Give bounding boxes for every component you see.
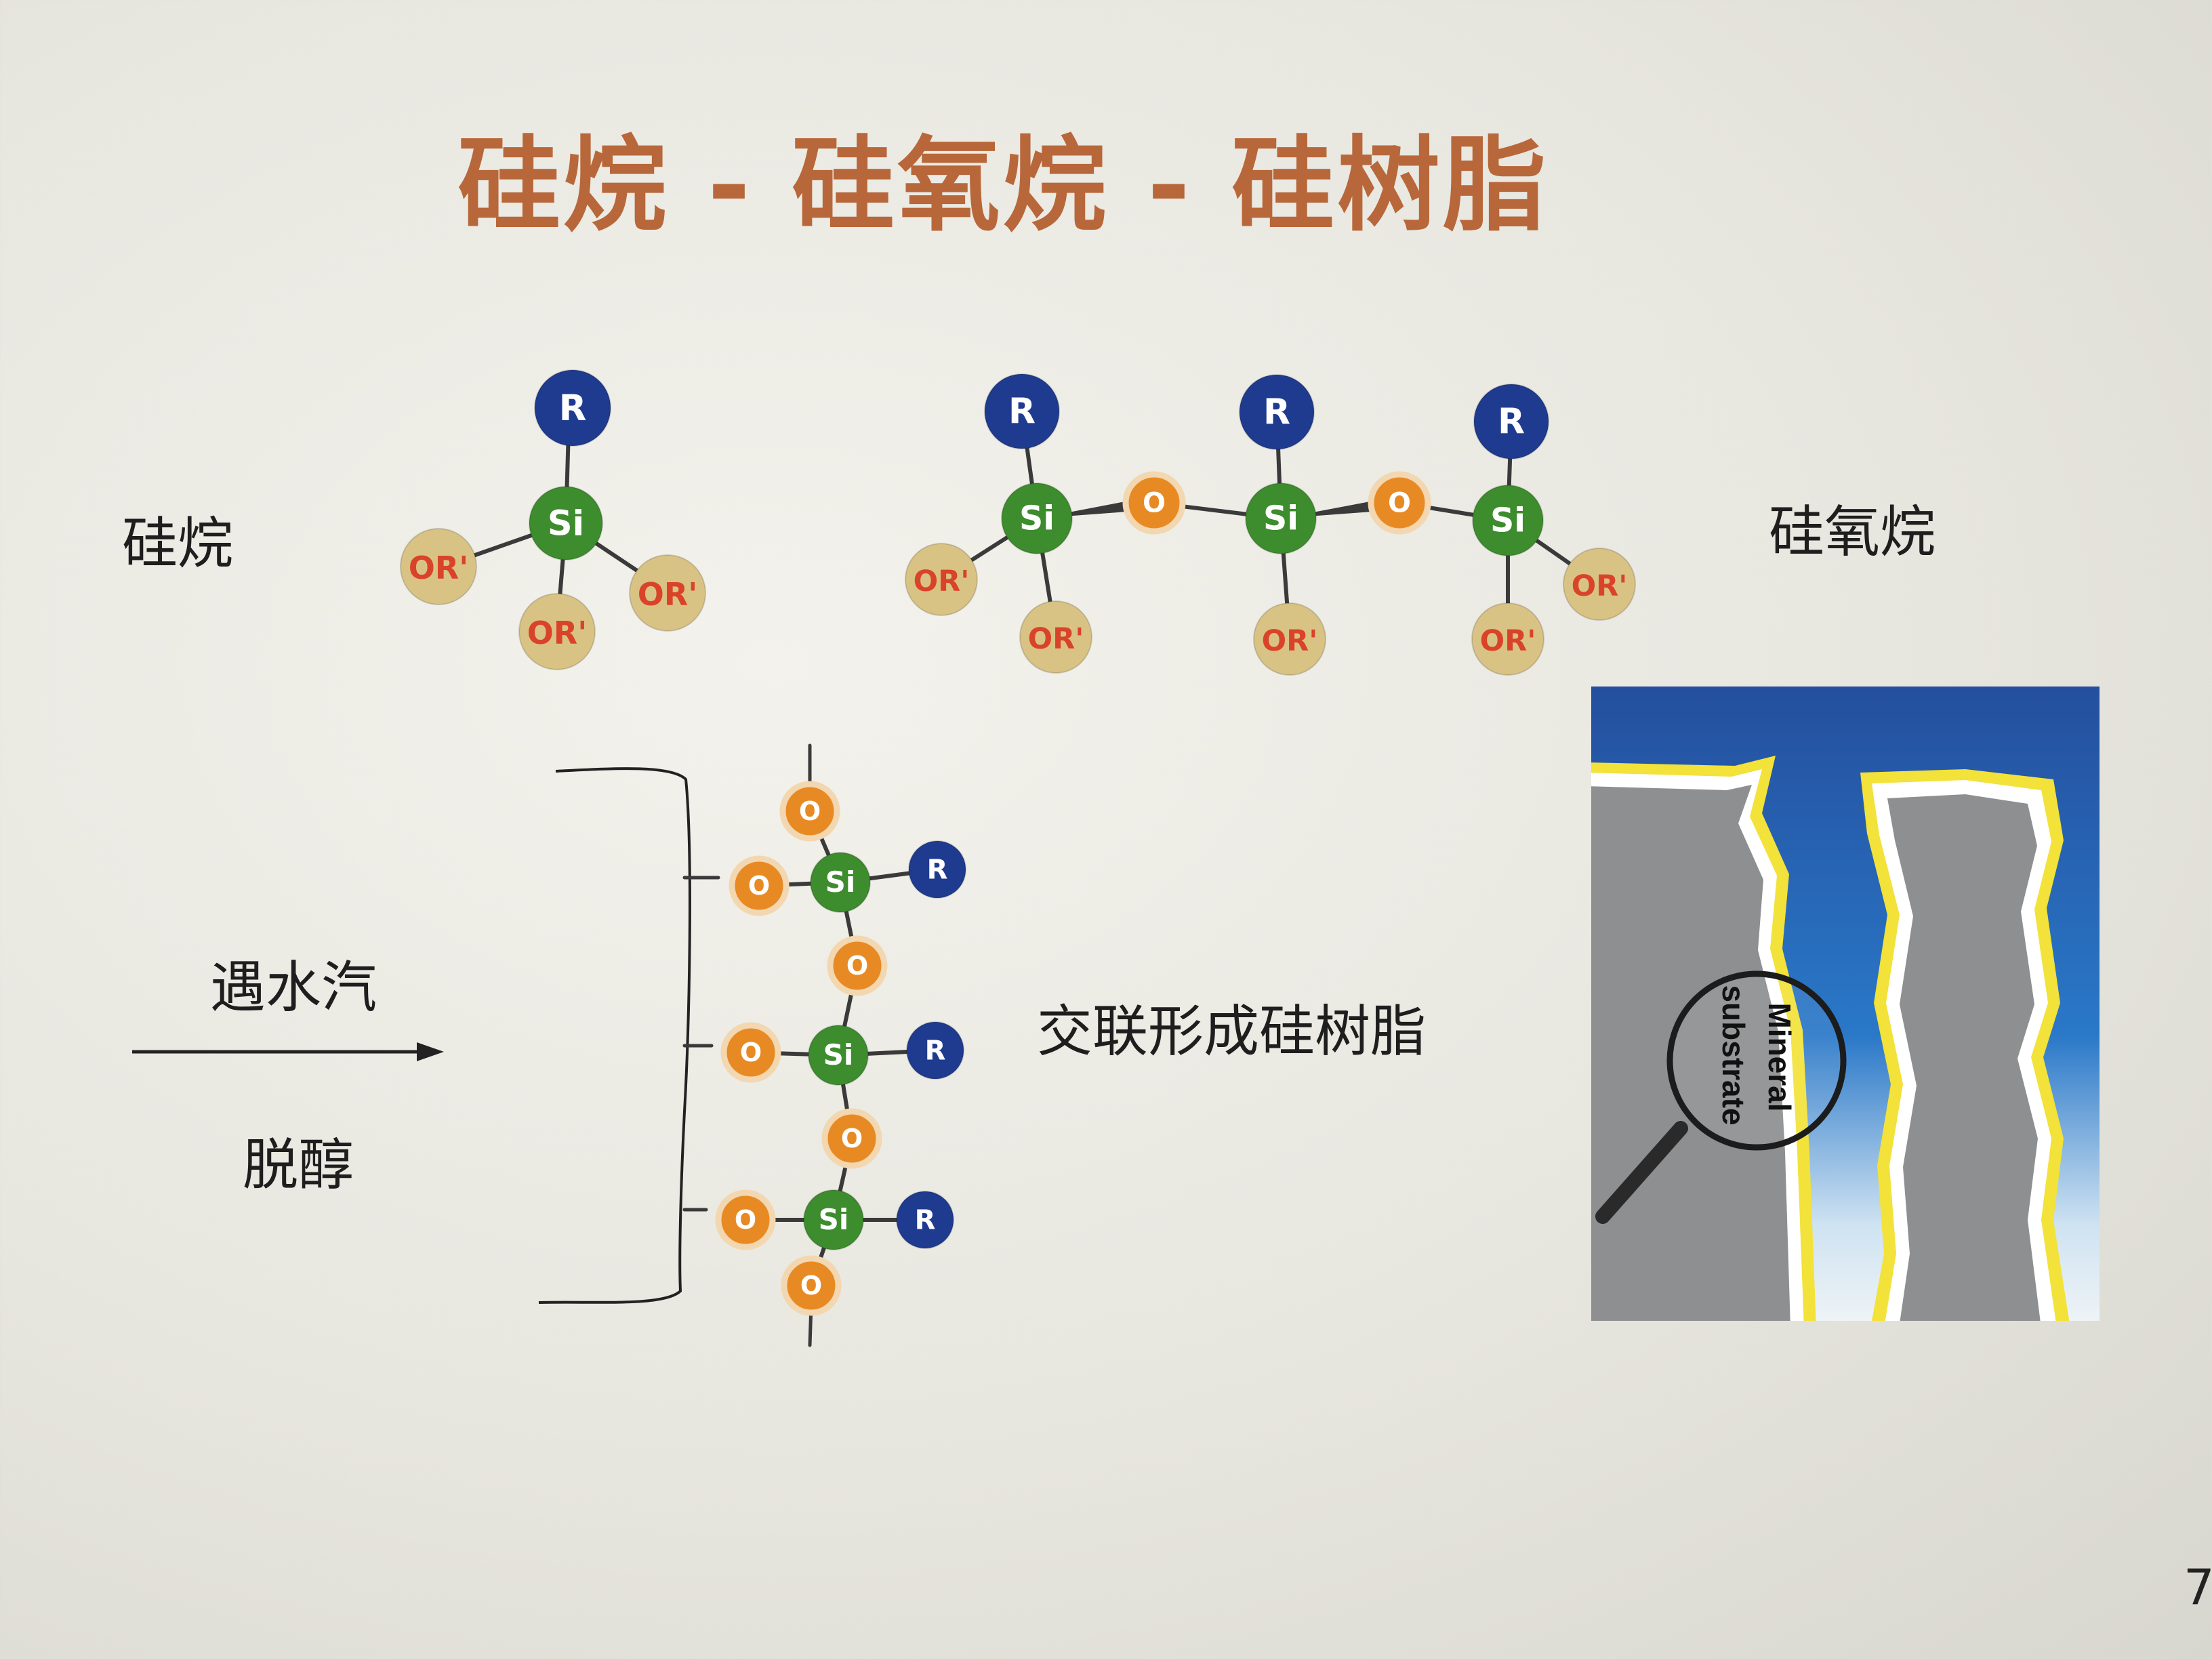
organic-group-atom: R [908,840,966,899]
oxygen-atom: O [1122,471,1186,535]
oxygen-atom-label: O [846,951,868,981]
organic-group-atom: R [984,373,1060,449]
silicon-atom: Si [1472,485,1544,556]
silicon-atom-label: Si [1019,499,1054,538]
organic-group-atom: R [906,1021,964,1080]
siloxane-label: 硅氧烷 [1769,500,1936,565]
silicon-atom: Si [529,486,603,560]
silicon-atom: Si [810,852,871,913]
alkoxy-group-atom-label: OR' [1028,622,1084,656]
oxygen-atom: O [827,935,888,996]
mineral-substrate-figure: Mineral substrate [1591,687,2100,1321]
polymer-bracket [538,767,691,1304]
silicon-atom-label: Si [823,1038,854,1071]
organic-group-atom: R [1473,384,1549,459]
organic-group-atom-label: R [925,1035,946,1066]
oxygen-atom-label: O [800,1271,822,1300]
alkoxy-group-atom-label: OR' [1480,624,1536,658]
silicon-atom: Si [808,1025,869,1086]
alkoxy-group-atom: OR' [905,543,978,616]
slide-title: 硅烷 - 硅氧烷 - 硅树脂 [457,125,1549,245]
oxygen-atom-label: O [799,796,821,826]
oxygen-atom: O [720,1022,781,1083]
alkoxy-group-atom-label: OR' [1572,569,1628,603]
oxygen-atom-label: O [1143,487,1166,518]
oxygen-atom: O [781,1255,842,1316]
silicon-atom-label: Si [819,1203,849,1236]
alkoxy-group-atom-label: OR' [914,565,970,598]
organic-group-atom-label: R [1498,402,1525,443]
organic-group-atom-label: R [927,854,948,885]
oxygen-atom: O [715,1189,776,1250]
alkoxy-group-atom: OR' [1471,602,1544,676]
page-number: 7 [2184,1559,2212,1616]
alkoxy-group-atom: OR' [1563,548,1636,621]
alkoxy-group-atom-label: OR' [1262,624,1318,658]
silicon-atom: Si [803,1189,864,1250]
alkoxy-group-atom: OR' [1019,600,1092,674]
crosslink-label: 交联形成硅树脂 [1037,1000,1427,1064]
oxygen-atom-label: O [1388,487,1411,518]
oxygen-atom: O [729,855,790,916]
reaction-arrow [132,1042,444,1061]
silicon-atom: Si [1001,483,1073,554]
alkoxy-group-atom: OR' [1253,602,1326,676]
oxygen-atom-label: O [735,1205,756,1235]
alkoxy-group-atom-label: OR' [409,550,469,586]
oxygen-atom-label: O [841,1124,863,1153]
alkoxy-group-atom-label: OR' [638,576,698,613]
magnifier-icon [1666,970,1847,1151]
silicon-atom-label: Si [1263,499,1298,538]
silicon-atom-label: Si [548,504,584,544]
magnifier-label-substrate: substrate [1716,985,1751,1125]
oxygen-atom: O [779,781,840,842]
magnifier-label-mineral: Mineral [1762,1002,1797,1111]
oxygen-atom: O [821,1108,882,1169]
alkoxy-group-atom: OR' [400,528,477,605]
organic-group-atom: R [534,369,611,447]
alkoxy-group-atom: OR' [518,593,596,670]
organic-group-atom-label: R [1263,392,1290,433]
silicon-atom-label: Si [1490,501,1525,540]
alkoxy-group-atom-label: OR' [527,615,588,651]
oxygen-atom: O [1368,471,1431,535]
oxygen-atom-label: O [748,871,770,901]
organic-group-atom-label: R [915,1204,936,1235]
organic-group-atom: R [1239,374,1315,450]
water-vapor-label: 遇水汽 [210,956,377,1020]
dealcoholization-label: 脱醇 [243,1133,354,1197]
organic-group-atom: R [896,1191,954,1249]
silicon-atom-label: Si [825,865,856,899]
alkoxy-group-atom: OR' [629,554,706,632]
organic-group-atom-label: R [559,388,587,429]
oxygen-atom-label: O [740,1038,762,1067]
organic-group-atom-label: R [1008,392,1036,432]
silicon-atom: Si [1245,483,1317,554]
silane-label: 硅烷 [122,512,234,576]
